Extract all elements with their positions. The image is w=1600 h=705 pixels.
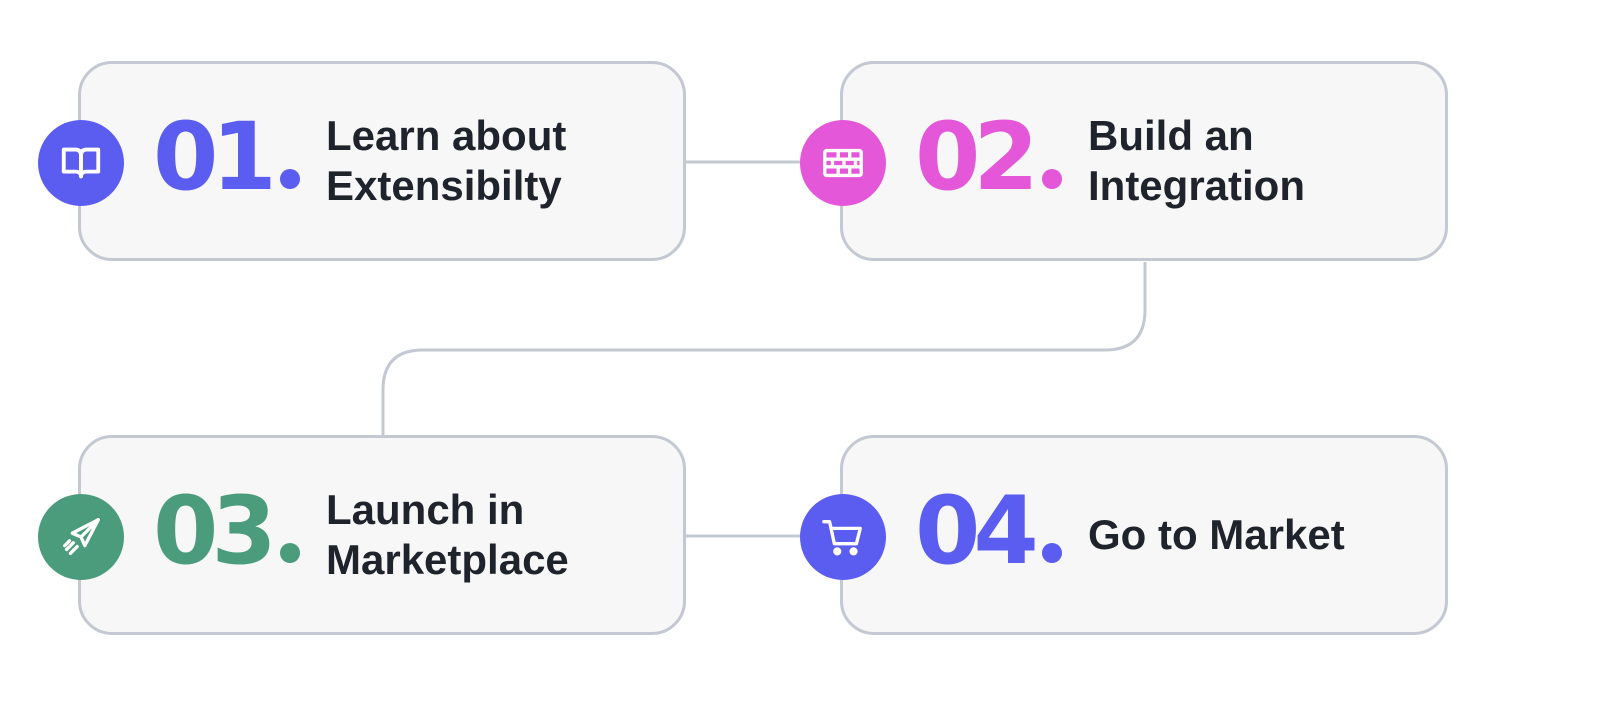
- step-4-number-dot: [1041, 543, 1062, 563]
- book-icon: [61, 147, 101, 179]
- step-2-title: Build an Integration: [1088, 112, 1305, 209]
- brick-wall-icon: [823, 148, 863, 178]
- rocket-icon: [63, 518, 100, 555]
- step-1-title: Learn about Extensibilty: [326, 112, 567, 209]
- step-2-number: 02: [915, 108, 1062, 208]
- step-3-number-text: 03: [153, 477, 277, 586]
- step-1-number: 01: [153, 108, 300, 208]
- step-card-4: 04 Go to Market: [800, 435, 1448, 635]
- step-4-title: Go to Market: [1088, 511, 1345, 558]
- step-2-number-text: 02: [915, 103, 1039, 212]
- step-card-2: 02 Build an Integration: [800, 61, 1448, 261]
- step-1-badge: [38, 120, 124, 206]
- step-3-badge: [38, 494, 124, 580]
- step-1-number-text: 01: [153, 103, 277, 212]
- step-card-1: 01 Learn about Extensibilty: [38, 61, 686, 261]
- step-3-number: 03: [153, 482, 300, 582]
- step-4-badge: [800, 494, 886, 580]
- connector-2-3: [381, 262, 1147, 435]
- step-1-number-dot: [279, 169, 300, 189]
- step-2-badge: [800, 120, 886, 206]
- step-4-number-text: 04: [915, 477, 1039, 586]
- step-card-3: 03 Launch in Marketplace: [38, 435, 686, 635]
- shopping-cart-icon: [822, 519, 862, 556]
- step-2-number-dot: [1041, 169, 1062, 189]
- step-4-number: 04: [915, 482, 1062, 582]
- step-3-title: Launch in Marketplace: [326, 486, 569, 583]
- step-3-number-dot: [279, 543, 300, 563]
